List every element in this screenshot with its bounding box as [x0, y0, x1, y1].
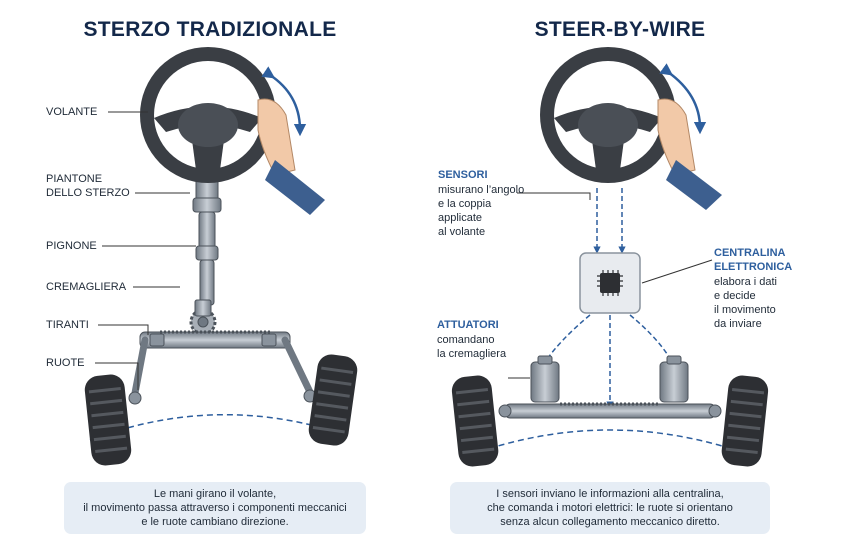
right-title: STEER-BY-WIRE — [534, 18, 706, 41]
label-tiranti: TIRANTI — [46, 319, 89, 331]
tie-rod-left — [131, 336, 149, 397]
rotation-arrow-icon-right — [659, 63, 707, 135]
label-piantone-1: PIANTONE — [46, 173, 103, 185]
steering-wheel-left — [140, 47, 276, 183]
hand-icon-right — [657, 98, 722, 210]
desc-attuatori: comandano la cremagliera — [437, 334, 507, 360]
chip-icon — [600, 273, 620, 293]
wheel-right-right-panel — [721, 375, 769, 467]
actuator-right — [659, 355, 689, 403]
desc-sensori: misurano l’angolo e la coppia applicate … — [438, 184, 525, 238]
label-centralina-1: CENTRALINA — [714, 247, 786, 259]
rack — [139, 331, 291, 349]
label-sensori: SENSORI — [438, 169, 488, 181]
turning-arc-right — [469, 429, 751, 456]
label-ruote: RUOTE — [46, 357, 85, 369]
steering-wheel-right — [540, 47, 676, 183]
label-volante: VOLANTE — [46, 106, 98, 118]
left-mechanical-system — [84, 47, 358, 466]
label-cremagliera: CREMAGLIERA — [46, 281, 127, 293]
hand-icon — [257, 98, 325, 215]
right-bywire-system — [451, 47, 769, 467]
wheel-right — [308, 354, 358, 446]
rotation-arrow-icon — [261, 66, 307, 137]
ecu-box — [579, 252, 641, 314]
label-attuatori: ATTUATORI — [437, 319, 499, 331]
leader-lines-right — [508, 192, 713, 379]
leader-lines-left — [95, 111, 196, 390]
rack-right — [504, 403, 716, 419]
left-title: STERZO TRADIZIONALE — [83, 18, 337, 41]
label-pignone: PIGNONE — [46, 240, 97, 252]
caption-left: Le mani girano il volante, il movimento … — [64, 482, 366, 534]
label-piantone-2: DELLO STERZO — [46, 187, 130, 199]
caption-right: I sensori inviano le informazioni alla c… — [450, 482, 770, 534]
actuator-left — [530, 355, 560, 403]
wheel-left-right-panel — [451, 375, 499, 467]
label-centralina-2: ELETTRONICA — [714, 261, 793, 273]
wheel-left — [84, 374, 132, 466]
desc-centralina: elabora i dati e decide il movimento da … — [714, 276, 777, 330]
tie-rod-right — [281, 336, 314, 396]
